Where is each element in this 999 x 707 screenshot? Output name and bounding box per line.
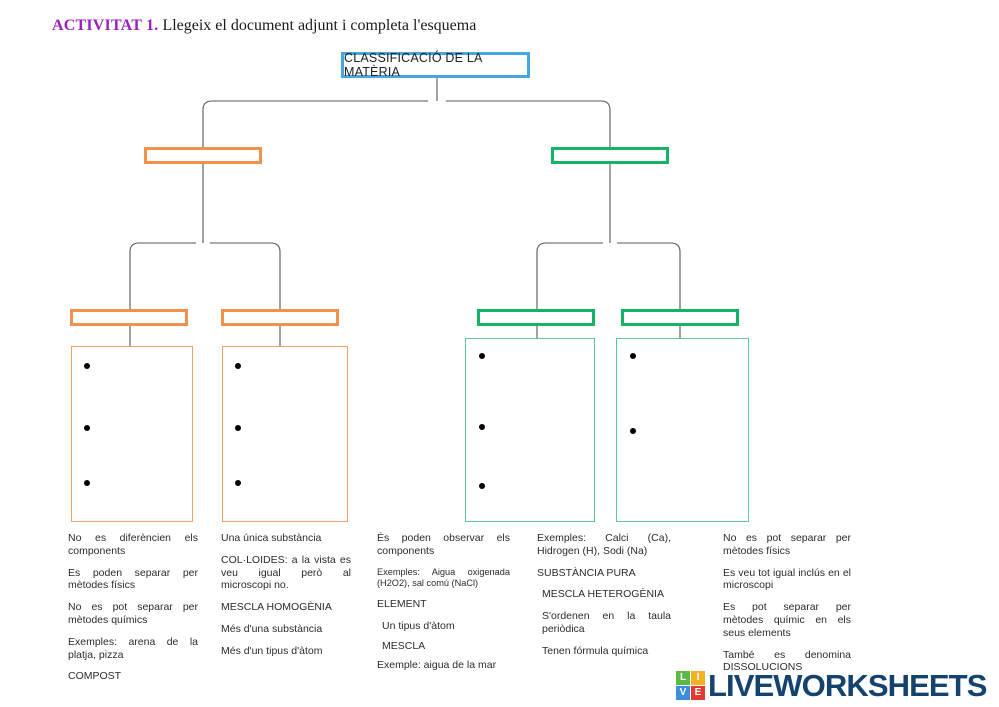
bank-item: No es pot separar per mètodes físics: [723, 532, 851, 557]
logo-square-l: L: [676, 670, 690, 685]
activity-instruction: Llegeix el document adjunt i completa l'…: [162, 17, 477, 34]
pure-substances-input[interactable]: [551, 147, 669, 164]
bank-item: Es veu tot igual inclús en el microscopi: [723, 566, 851, 592]
compound-answer-panel[interactable]: [616, 338, 749, 522]
answer-bank-column-1: No es diferèncien els components Es pode…: [68, 532, 198, 683]
bank-item: COL·LOIDES: a la vista es veu igual però…: [221, 553, 351, 592]
homogeneous-input[interactable]: [221, 309, 339, 326]
mixtures-input[interactable]: [144, 147, 262, 164]
bank-item: Exemples: Aigua oxigenada (H2O2), sal co…: [377, 566, 510, 588]
bank-item: Es poden separar per mètodes físics: [68, 566, 198, 592]
bullet-point: [235, 425, 241, 431]
bullet-point: [630, 428, 636, 434]
bank-item: SUBSTÀNCIA PURA: [537, 566, 636, 579]
bullet-point: [235, 480, 241, 486]
heterogeneous-input[interactable]: [70, 309, 188, 326]
logo-square-i: I: [691, 670, 705, 685]
bullet-point: [84, 363, 90, 369]
answer-bank-column-5: No es pot separar per mètodes físics Es …: [723, 532, 851, 674]
bullet-point: [84, 425, 90, 431]
bullet-point: [479, 424, 485, 430]
bank-item: ELEMENT: [377, 598, 427, 611]
liveworksheets-logo-icon: L I V E: [676, 670, 705, 700]
bank-item: També es denomina DISSOLUCIONS: [723, 648, 851, 674]
bank-item: COMPOST: [68, 670, 122, 683]
bank-item: Exemples: arena de la platja, pizza: [68, 635, 198, 661]
bank-item: Es pot separar per mètodes químic en els…: [723, 601, 851, 639]
element-answer-panel[interactable]: [465, 338, 595, 522]
bank-item: MESCLA HETEROGÈNIA: [542, 588, 664, 601]
bank-item: Tenen fórmula química: [542, 644, 649, 657]
heterogeneous-answer-panel[interactable]: [71, 346, 193, 522]
element-input[interactable]: [477, 309, 595, 326]
bank-item: Un tipus d'àtom: [382, 619, 455, 632]
answer-bank-column-3: És poden observar els components Exemple…: [377, 532, 510, 672]
bank-item: Una única substància: [221, 532, 322, 544]
bank-item: És poden observar els components: [377, 532, 510, 557]
bank-item: MESCLA HOMOGÈNIA: [221, 601, 332, 614]
bullet-point: [235, 363, 241, 369]
bank-item: MESCLA: [382, 639, 426, 652]
liveworksheets-wordmark: LIVEWORKSHEETS: [708, 667, 987, 703]
bank-item: S'ordenen en la taula periòdica: [542, 610, 671, 635]
answer-bank-column-4: Exemples: Calci (Ca), Hidrogen (H), Sodi…: [537, 532, 671, 658]
bullet-point: [479, 353, 485, 359]
bank-item: No es diferèncien els components: [68, 532, 198, 557]
root-node-classification: CLASSIFICACIÓ DE LA MATÈRIA: [341, 51, 530, 79]
logo-square-v: V: [676, 685, 690, 700]
bullet-point: [479, 483, 485, 489]
logo-square-e: E: [691, 685, 705, 700]
bank-item: Exemple: aigua de la mar: [377, 659, 497, 672]
bank-item: Més d'un tipus d'àtom: [221, 644, 323, 657]
bank-item: Més d'una substància: [221, 622, 323, 635]
root-node-label: CLASSIFICACIÓ DE LA MATÈRIA: [344, 51, 482, 79]
bullet-point: [630, 353, 636, 359]
activity-label: ACTIVITAT 1.: [52, 17, 159, 34]
bank-item: No es pot separar per mètodes químics: [68, 601, 198, 626]
bank-item: Exemples: Calci (Ca), Hidrogen (H), Sodi…: [537, 532, 671, 557]
homogeneous-answer-panel[interactable]: [222, 346, 348, 522]
page-title: ACTIVITAT 1. Llegeix el document adjunt …: [52, 17, 476, 35]
liveworksheets-logo[interactable]: L I V E LIVEWORKSHEETS: [676, 666, 987, 704]
answer-bank-column-2: Una única substància COL·LOIDES: a la vi…: [221, 532, 351, 658]
bullet-point: [84, 480, 90, 486]
compound-input[interactable]: [621, 309, 739, 326]
